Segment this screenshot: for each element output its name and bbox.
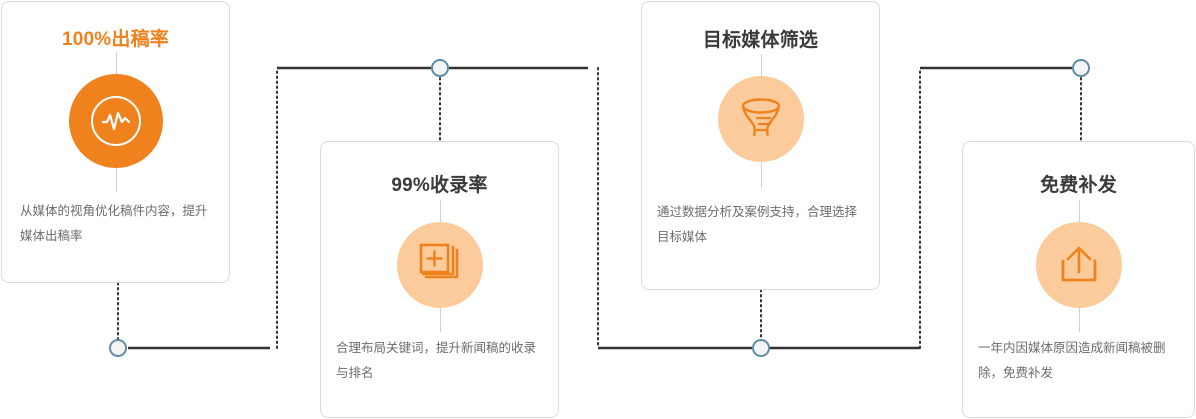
upload-icon <box>1035 222 1122 308</box>
card-target-media-selection[interactable]: 目标媒体筛选 通过数据分析及案例支持，合理选择目标媒体 <box>641 1 880 290</box>
card-100-percent-publish-rate[interactable]: 100%出稿率 从媒体的视角优化稿件内容，提升媒体出稿率 <box>1 1 230 283</box>
card-title: 目标媒体筛选 <box>702 30 819 51</box>
card-vertical-rule <box>439 200 441 224</box>
funnel-filter-icon <box>717 76 804 162</box>
card-description: 一年内因媒体原因造成新闻稿被删除，免费补发 <box>978 341 1166 380</box>
card-vertical-rule <box>1078 200 1080 224</box>
card-vertical-rule <box>760 162 762 188</box>
card-vertical-rule <box>439 308 441 332</box>
connector-node-top-left[interactable] <box>431 59 449 77</box>
card-title: 100%出稿率 <box>62 29 169 50</box>
card-vertical-rule <box>115 52 117 76</box>
card-free-reissue[interactable]: 免费补发 一年内因媒体原因造成新闻稿被删除，免费补发 <box>962 141 1195 418</box>
connector-node-top-right[interactable] <box>1072 59 1090 77</box>
connector-node-bottom-center[interactable] <box>752 339 770 357</box>
card-99-percent-index-rate[interactable]: 99%收录率 合理布局关键词，提升新闻稿的收录与排名 <box>320 141 559 418</box>
card-title: 99%收录率 <box>391 175 488 196</box>
card-vertical-rule <box>115 168 117 192</box>
card-title: 免费补发 <box>1040 175 1117 196</box>
card-vertical-rule <box>1078 308 1080 332</box>
card-description: 从媒体的视角优化稿件内容，提升媒体出稿率 <box>20 204 208 243</box>
pulse-icon <box>68 74 163 168</box>
card-description: 合理布局关键词，提升新闻稿的收录与排名 <box>336 341 537 380</box>
connector-node-left[interactable] <box>109 339 127 357</box>
upload-icon-glyph <box>1061 246 1096 282</box>
card-vertical-rule <box>760 54 762 78</box>
pulse-icon-glyph <box>90 96 141 146</box>
funnel-filter-icon-glyph <box>741 98 780 137</box>
card-description: 通过数据分析及案例支持，合理选择目标媒体 <box>657 205 858 244</box>
add-pages-icon-glyph <box>419 243 458 279</box>
add-pages-icon <box>396 222 483 308</box>
